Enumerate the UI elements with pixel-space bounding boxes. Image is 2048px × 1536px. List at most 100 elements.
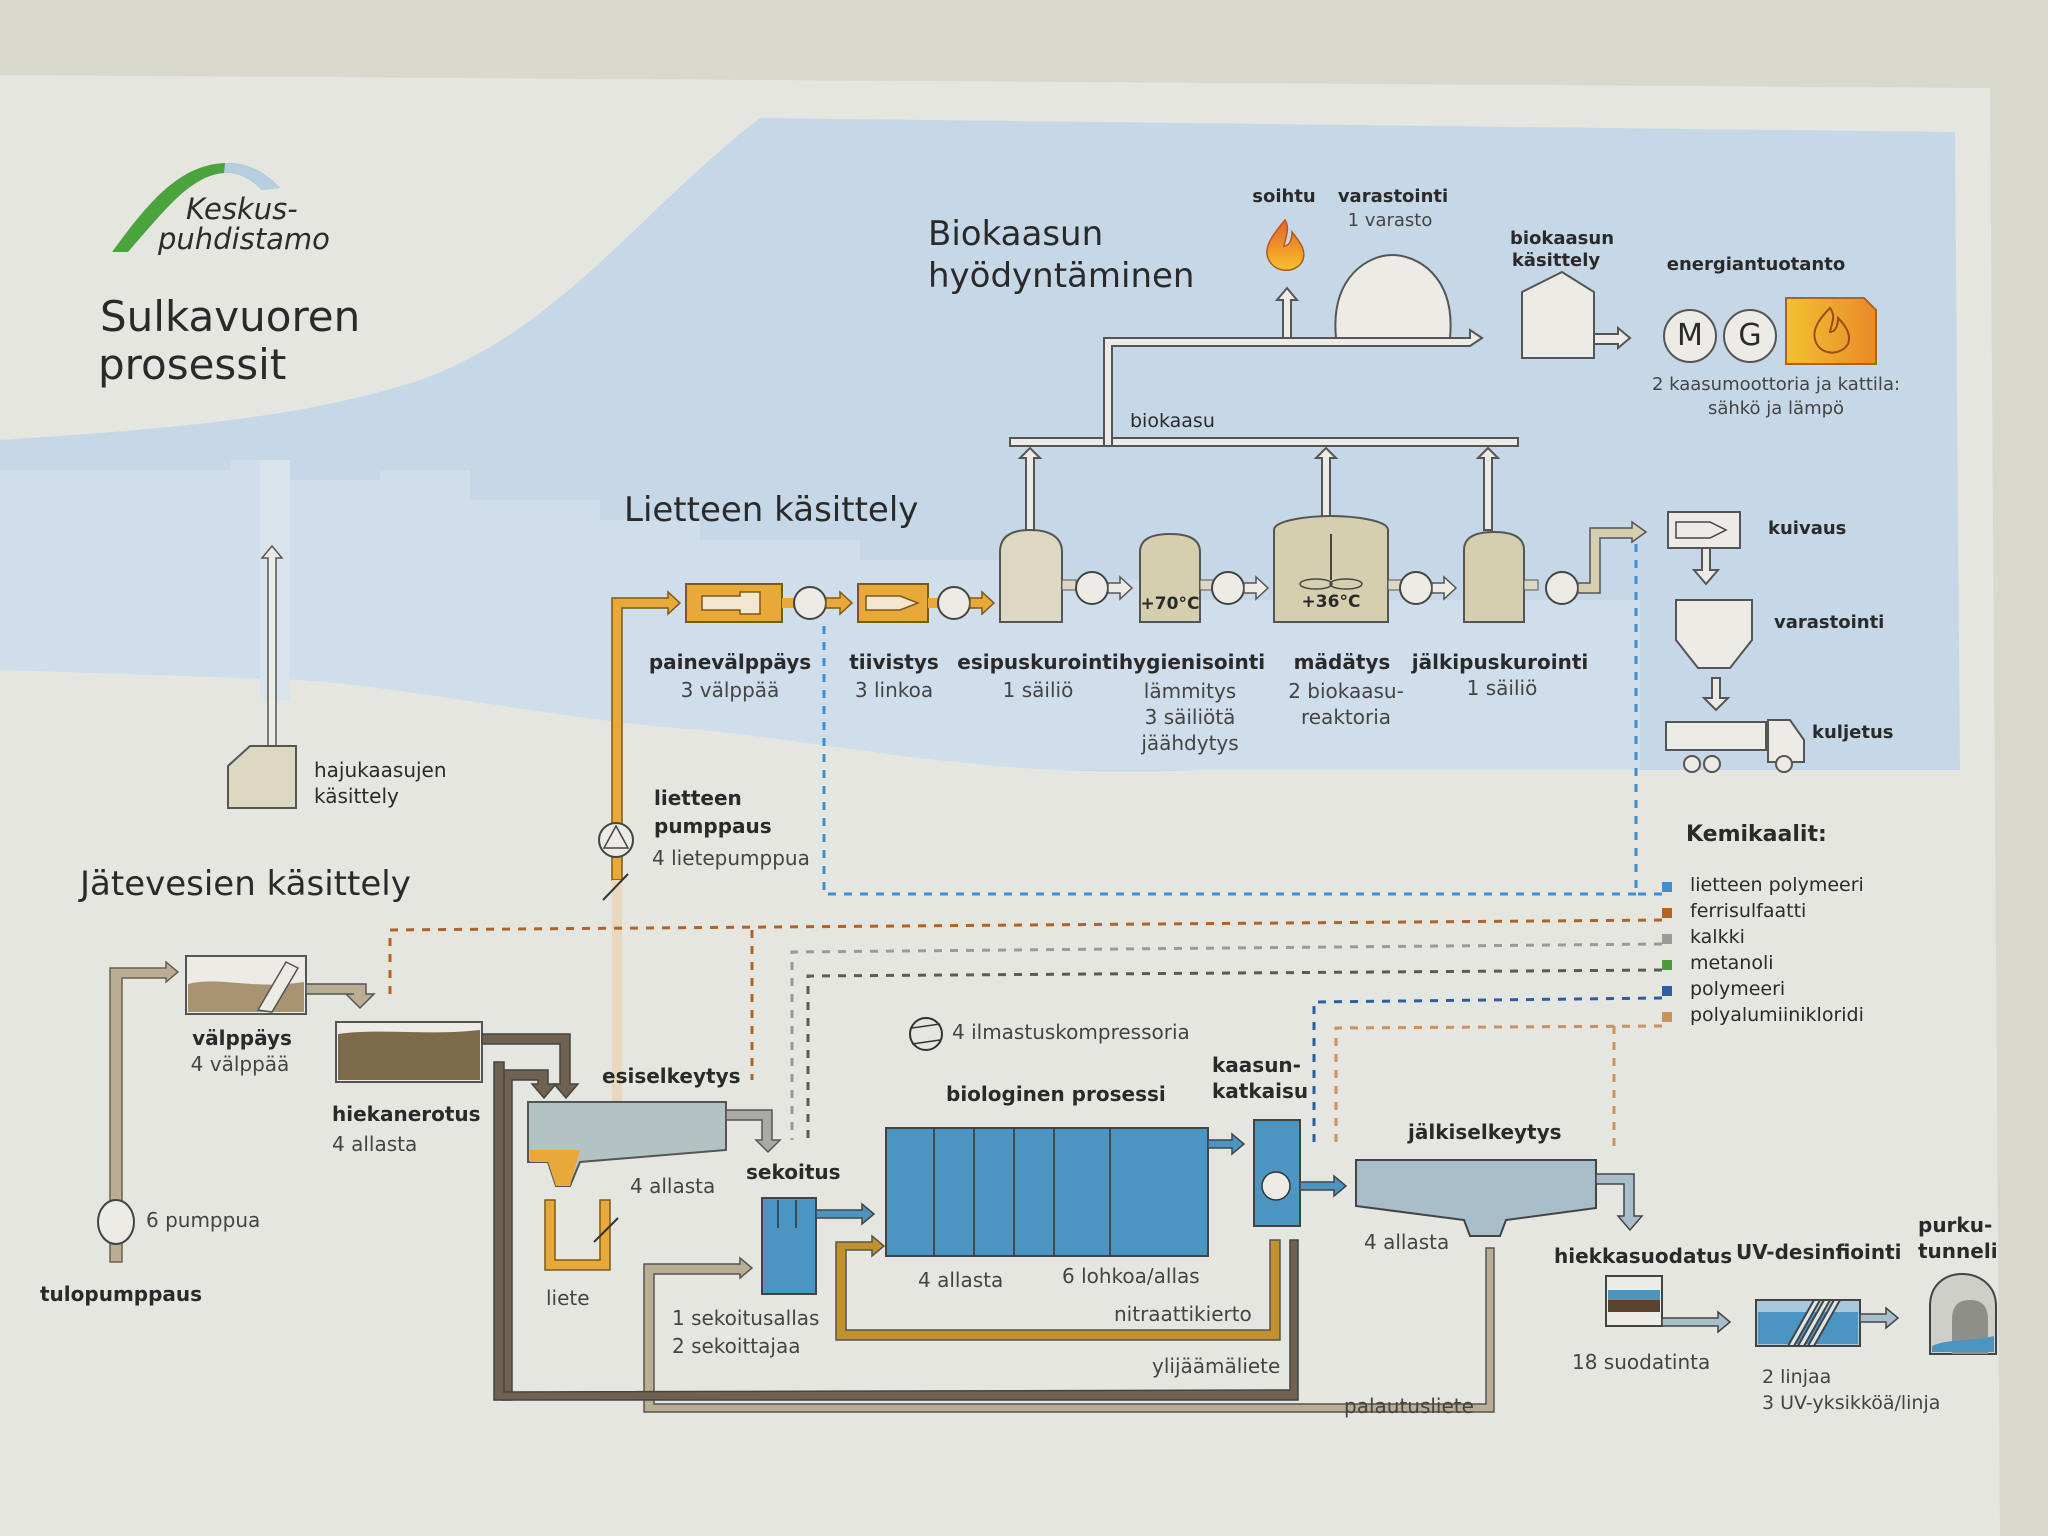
chem-line-lime <box>790 942 1663 1140</box>
sand-filter-label: hiekkasuodatus <box>1554 1244 1733 1268</box>
sludge-step-name-4: hygienisointi <box>1118 650 1266 674</box>
chem-line-sludge-polymer <box>1634 540 1662 896</box>
return-sludge-pipe <box>643 1247 1495 1413</box>
generator-icon <box>1723 309 1777 363</box>
truck-body-icon <box>1665 721 1767 751</box>
sludge-pumping-label-1: lietteen <box>654 786 742 810</box>
drying-label: kuivaus <box>1768 518 1847 539</box>
compressor-line <box>911 1039 941 1045</box>
outfall-label: purku- tunneli <box>1918 1213 1998 1263</box>
flare-flame-icon <box>1266 218 1305 271</box>
mixing-tank-icon <box>761 1197 817 1295</box>
screen-rake <box>256 961 300 1013</box>
odor-label-1: hajukaasujen <box>314 758 447 782</box>
sludge-step-sub-1: 3 välppää <box>680 678 780 702</box>
inflow-pump-icon <box>97 1199 135 1245</box>
primary-sludge-pipe <box>544 1199 611 1271</box>
legend-label: polyalumiinikloridi <box>1690 1004 1864 1026</box>
mixing-sub: 1 sekoitusallas 2 sekoittajaa <box>672 1306 820 1358</box>
motor-letter: M <box>1677 318 1703 353</box>
flare-label: soihtu <box>1252 186 1316 207</box>
excess-sludge-pipe <box>493 1061 1299 1401</box>
treatment-out-arrow <box>1593 325 1632 351</box>
sludge-step-name-5: mädätys <box>1293 650 1391 674</box>
legend-swatch <box>1662 908 1672 918</box>
pump-icon-3 <box>1075 571 1109 605</box>
pump-icon-6 <box>1545 571 1579 605</box>
basin-dividers <box>933 1128 1111 1256</box>
paper-lower <box>0 670 1960 800</box>
nitrate-label: nitraattikierto <box>1114 1302 1252 1326</box>
hygienisation-tank-icon <box>1139 532 1201 623</box>
sludge-step-sub-2: 3 linkoa <box>854 678 934 702</box>
grit-out-arrow <box>481 1033 580 1100</box>
gas-arrow-2 <box>1313 446 1339 521</box>
arrow-seg <box>1243 575 1270 601</box>
sand-filter-sub: 18 suodatinta <box>1572 1350 1711 1374</box>
sludge-step-sub-5: 2 biokaasu- reaktoria <box>1288 679 1404 729</box>
legend-swatch <box>1662 934 1672 944</box>
page-title-line2: prosessit <box>98 340 287 389</box>
sludge-feed-pipe-faded <box>612 880 622 1120</box>
pipe-seg <box>928 598 938 608</box>
grit-label: hiekanerotus <box>332 1102 481 1126</box>
mixing-label: sekoitus <box>746 1160 841 1184</box>
legend-swatch <box>1662 882 1672 892</box>
sludge-pump-triangle <box>602 824 630 849</box>
logo-arc-blue-icon <box>224 162 280 190</box>
silo-icon <box>1675 599 1753 669</box>
biological-sub-1: 4 allasta <box>918 1268 1004 1292</box>
pre-buffer-tank-icon <box>999 528 1063 623</box>
pipe-break-mark <box>593 1217 619 1243</box>
arrow-seg <box>1431 575 1458 601</box>
sludge-storage-label: varastointi <box>1774 612 1885 633</box>
degassing-pump-icon <box>1261 1171 1291 1201</box>
screening-sub: 4 välppää <box>190 1052 290 1076</box>
compressor-icon <box>909 1017 943 1051</box>
legend-swatch <box>1662 960 1672 970</box>
legend-label: metanoli <box>1690 952 1774 974</box>
odor-filter-icon <box>227 745 297 809</box>
pipe-seg <box>1061 579 1077 591</box>
energy-sub-2: sähkö ja lämpö <box>1707 398 1845 419</box>
sludge-step-sub-3: 1 säiliö <box>1002 678 1074 702</box>
pump-icon-5 <box>1399 571 1433 605</box>
transport-label: kuljetus <box>1812 722 1894 743</box>
sludge-step-sub-4: lämmitys 3 säiliötä jäähdytys <box>1141 679 1239 755</box>
biogas-heading-line2: hyödyntäminen <box>928 256 1195 296</box>
sludge-pumping-sub: 4 lietepumppua <box>652 846 810 870</box>
digester-temp: +36°C <box>1301 592 1361 612</box>
pump-icon-4 <box>1211 571 1245 605</box>
legend-label: ferrisulfaatti <box>1690 900 1807 922</box>
mixing-out-arrow <box>815 1202 876 1226</box>
return-sludge-label: palautusliete <box>1344 1394 1474 1418</box>
sludge-step-name-3: esipuskurointi <box>957 650 1119 674</box>
logo-line1: Keskus- <box>186 192 298 226</box>
silo-down-arrow <box>1701 677 1731 712</box>
gas-treatment-label-2: käsittely <box>1511 250 1601 271</box>
gas-treatment-label-1: biokaasun <box>1509 228 1615 249</box>
truck-wheel-icon <box>1683 755 1701 773</box>
sludge-pumping-label-2: pumppaus <box>654 814 772 838</box>
sludge-step-sub-6: 1 säiliö <box>1466 676 1538 700</box>
arrow-seg <box>1107 575 1134 601</box>
legend-label: polymeeri <box>1690 978 1786 1000</box>
filter-sand <box>1608 1300 1660 1312</box>
gas-arrow-1 <box>1017 446 1043 531</box>
screen-out-arrow <box>305 983 376 1010</box>
gas-treatment-icon <box>1521 270 1595 359</box>
truck-cab-icon <box>1767 719 1805 763</box>
primary-sludge-label: liete <box>546 1286 590 1310</box>
compressor-line <box>911 1023 941 1029</box>
biological-basin-icon <box>885 1127 1209 1257</box>
grit-sand <box>338 1030 480 1080</box>
centrifuge-screw <box>865 595 921 611</box>
hygienisation-temp: +70°C <box>1140 594 1200 614</box>
truck-wheel-icon <box>1775 755 1793 773</box>
energy-label: energiantuotanto <box>1666 254 1846 275</box>
filter-water <box>1608 1290 1660 1300</box>
biogas-pipe-label: biokaasu <box>1130 410 1215 432</box>
biogas-main-pipe <box>1103 328 1484 447</box>
storage-label: varastointi <box>1337 186 1449 207</box>
